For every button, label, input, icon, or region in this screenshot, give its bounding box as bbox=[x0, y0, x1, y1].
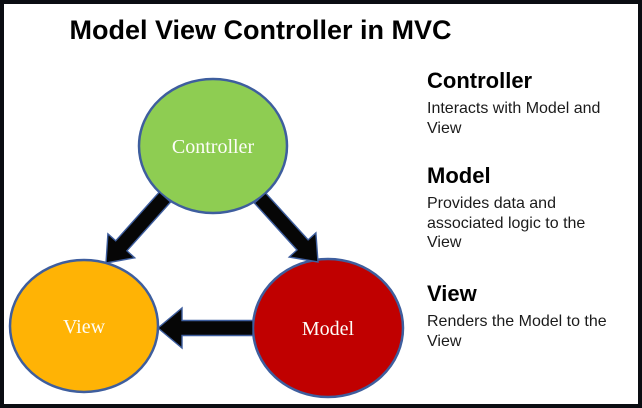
legend-item-view: View Renders the Model to the View bbox=[427, 281, 627, 351]
legend-item-model: Model Provides data and associated logic… bbox=[427, 163, 627, 253]
legend-heading-view: View bbox=[427, 281, 477, 306]
mvc-diagram: Controller View Model bbox=[8, 77, 405, 399]
legend-description-view: Renders the Model to the View bbox=[427, 313, 607, 350]
view-node-label: View bbox=[63, 316, 106, 338]
model-node-label: Model bbox=[302, 318, 355, 340]
page-title: Model View Controller in MVC bbox=[69, 15, 452, 45]
arrow-controller-to-view-icon bbox=[105, 191, 172, 264]
arrow-controller-to-model-icon bbox=[253, 192, 319, 263]
controller-node bbox=[137, 77, 289, 215]
legend-heading-controller: Controller bbox=[427, 68, 533, 93]
legend-item-controller: Controller Interacts with Model and View bbox=[427, 68, 627, 138]
legend-description-controller: Interacts with Model and View bbox=[427, 100, 601, 137]
controller-node-label: Controller bbox=[172, 136, 255, 158]
arrow-model-to-view-icon bbox=[156, 306, 254, 350]
view-node bbox=[8, 258, 160, 394]
legend-description-model: Provides data and associated logic to th… bbox=[427, 195, 586, 251]
legend-heading-model: Model bbox=[427, 163, 491, 188]
